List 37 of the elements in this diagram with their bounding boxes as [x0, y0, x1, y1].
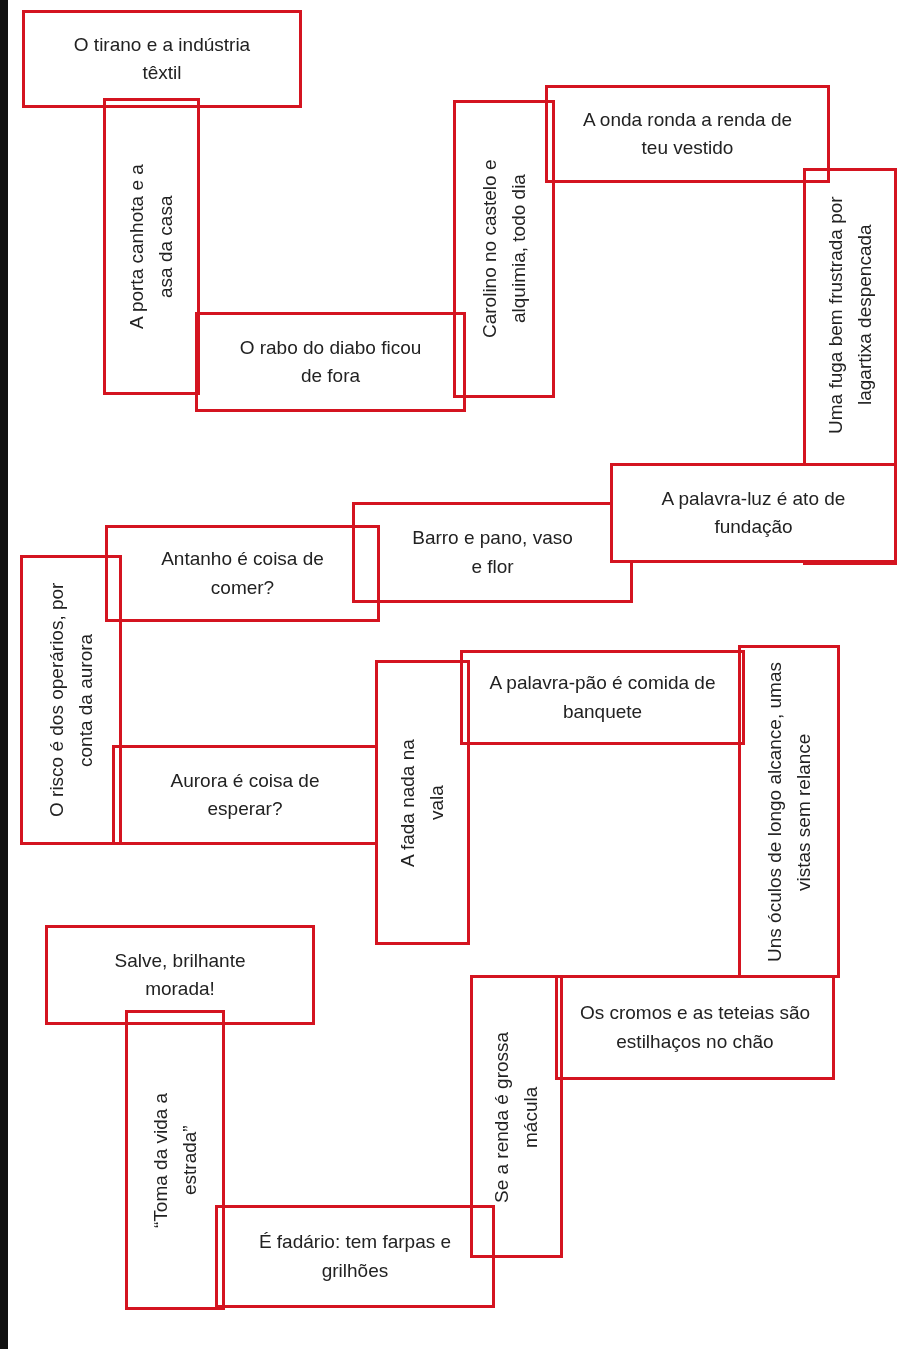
- box-text: A porta canhota e a asa da casa: [125, 163, 177, 331]
- box-text: É fadário: tem farpas e grilhões: [257, 1230, 453, 1283]
- text-box: [45, 925, 315, 1025]
- text-box: [470, 975, 563, 1258]
- text-box: [610, 463, 897, 563]
- text-box: [453, 100, 555, 398]
- box-text: A palavra-pão é comida de banquete: [488, 671, 717, 724]
- box-text: A palavra-luz é ato de fundação: [660, 486, 847, 539]
- text-box: [125, 1010, 225, 1310]
- text-box: [545, 85, 830, 183]
- text-box: [460, 650, 745, 745]
- box-text: Salve, brilhante morada!: [113, 948, 247, 1001]
- text-box: [738, 645, 840, 978]
- box-text: Barro e pano, vaso e flor: [411, 526, 574, 579]
- box-text: Os cromos e as teteias são estilhaços no chão: [578, 1001, 812, 1054]
- box-text: Uns óculos de longo alcance, umas vistas sem relance: [762, 661, 814, 962]
- text-box: [112, 745, 378, 845]
- box-text: O tirano e a indústria têxtil: [72, 32, 252, 85]
- text-box: [103, 98, 200, 395]
- box-text: A fada nada na vala: [396, 737, 448, 868]
- text-box: [105, 525, 380, 622]
- box-text: Aurora é coisa de esperar?: [169, 768, 321, 821]
- box-text: “Toma da vida a estrada”: [148, 1091, 200, 1230]
- text-box: [375, 660, 470, 945]
- text-box: [22, 10, 302, 108]
- text-box: [20, 555, 122, 845]
- text-box: [352, 502, 633, 603]
- box-text: Uma fuga bem frustrada por lagartixa despencada: [823, 195, 876, 436]
- box-text: Se a renda é grossa mácula: [490, 1029, 542, 1205]
- box-text: O rabo do diabo ficou de fora: [238, 335, 423, 388]
- box-text: A onda ronda a renda de teu vestido: [581, 107, 794, 160]
- text-box: [555, 975, 835, 1080]
- text-box: [215, 1205, 495, 1308]
- box-text: O risco é dos operários, por conta da aurora: [44, 581, 96, 820]
- text-box: [195, 312, 466, 412]
- box-text: Carolino no castelo e alquimia, todo dia: [477, 158, 530, 341]
- box-text: Antanho é coisa de comer?: [160, 547, 325, 600]
